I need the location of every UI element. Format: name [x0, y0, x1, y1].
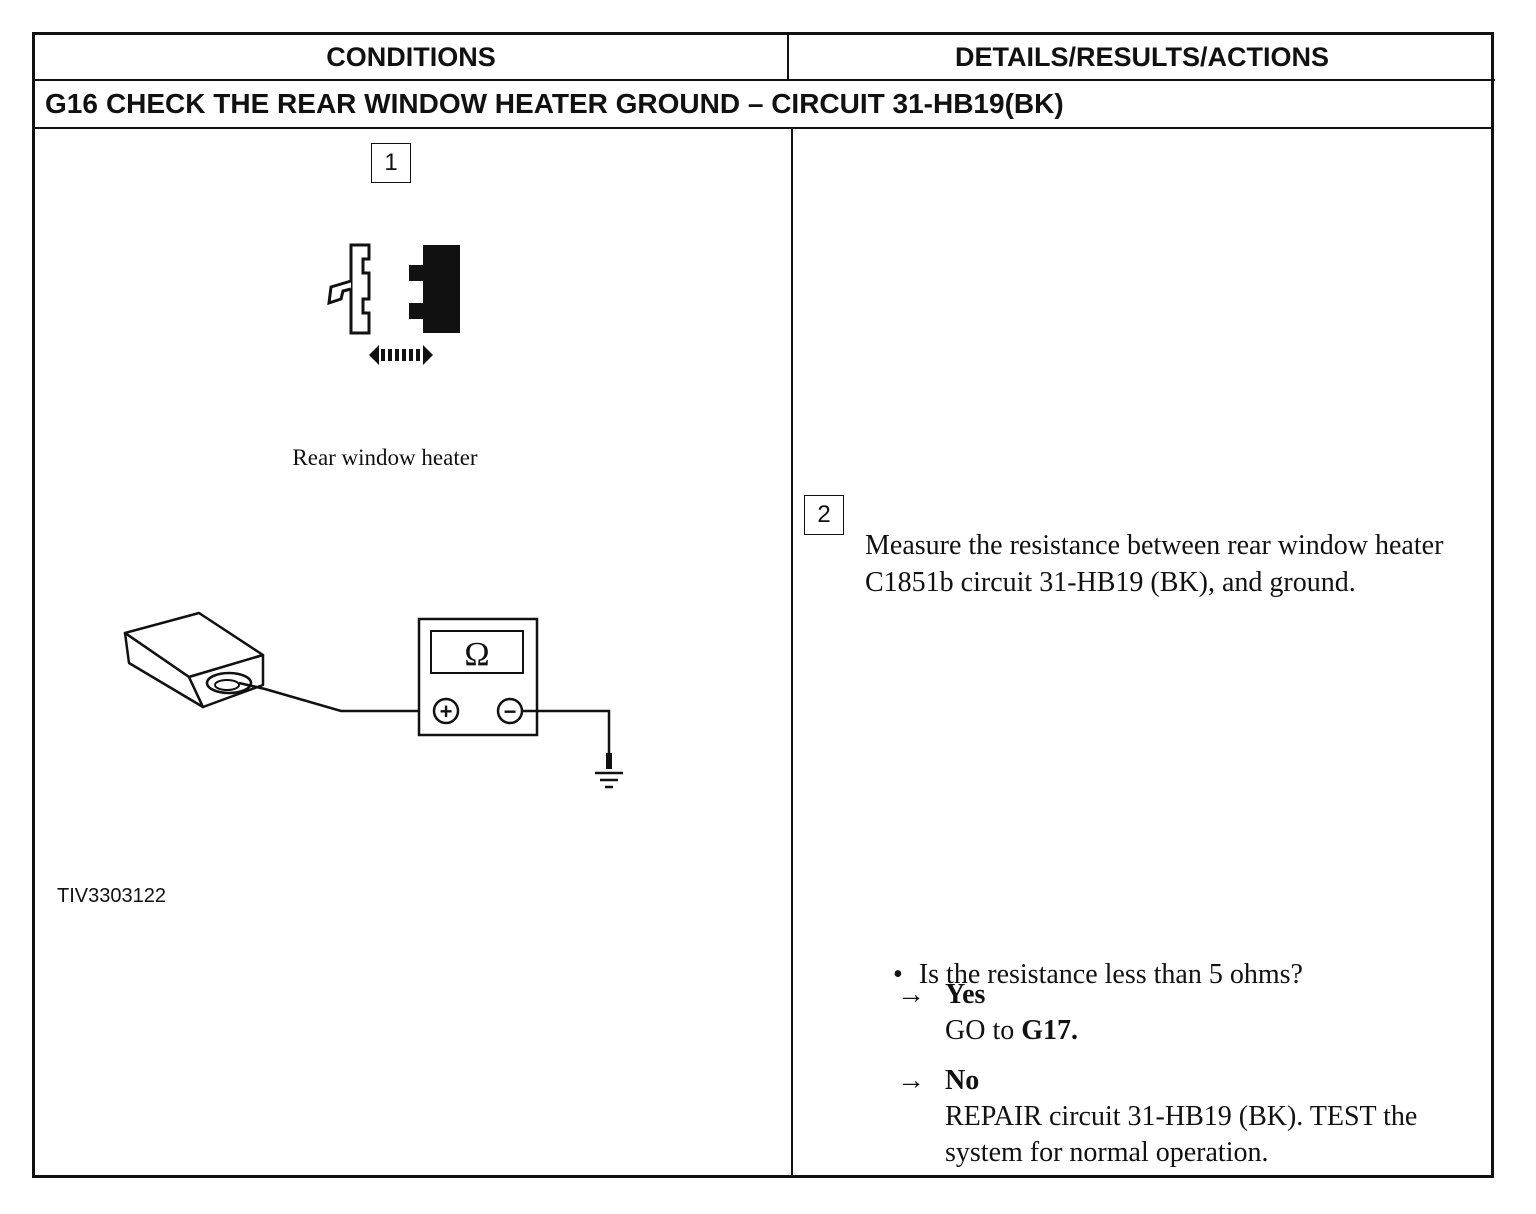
- answer-no: → No REPAIR circuit 31-HB19 (BK). TEST th…: [897, 1063, 1457, 1171]
- question: • Is the resistance less than 5 ohms?: [893, 959, 1303, 991]
- connector-caption: Rear window heater: [292, 445, 478, 470]
- answer-no-action: REPAIR circuit 31-HB19 (BK). TEST the sy…: [945, 1101, 1418, 1168]
- answer-yes-action: GO to: [945, 1015, 1022, 1046]
- bullet: •: [893, 959, 903, 990]
- procedure-table: CONDITIONS DETAILS/RESULTS/ACTIONS G16 C…: [32, 32, 1495, 1178]
- disconnect-connector-icon: [327, 243, 460, 365]
- arrow-icon: →: [897, 1065, 925, 1096]
- answer-yes: → Yes GO to G17.: [897, 977, 1078, 1049]
- test-id: G16: [45, 88, 98, 119]
- minus-terminal: −: [504, 699, 517, 724]
- column-divider: [791, 129, 793, 1178]
- question-text: Is the resistance less than 5 ohms?: [918, 959, 1303, 990]
- ground-symbol: [595, 771, 623, 789]
- test-title: CHECK THE REAR WINDOW HEATER GROUND – CI…: [105, 88, 1064, 119]
- answer-no-label: No: [945, 1065, 980, 1096]
- connector-body: [123, 611, 265, 709]
- details-header: DETAILS/RESULTS/ACTIONS: [789, 35, 1495, 81]
- resistance-measurement-diagram: Ω + −: [123, 611, 623, 789]
- arrow-icon: →: [897, 979, 925, 1010]
- step-1-box: 1: [371, 143, 411, 183]
- test-title-row: G16 CHECK THE REAR WINDOW HEATER GROUND …: [35, 81, 1492, 129]
- answer-yes-label: Yes: [945, 979, 986, 1010]
- ohm-symbol: Ω: [464, 636, 489, 673]
- step-2-box: 2: [804, 495, 844, 535]
- measure-instruction: Measure the resistance between rear wind…: [865, 530, 1444, 598]
- answer-yes-target: G17.: [1021, 1015, 1079, 1046]
- figure-id: TIV3303122: [57, 885, 166, 907]
- conditions-header: CONDITIONS: [35, 35, 789, 81]
- plus-terminal: +: [440, 699, 453, 724]
